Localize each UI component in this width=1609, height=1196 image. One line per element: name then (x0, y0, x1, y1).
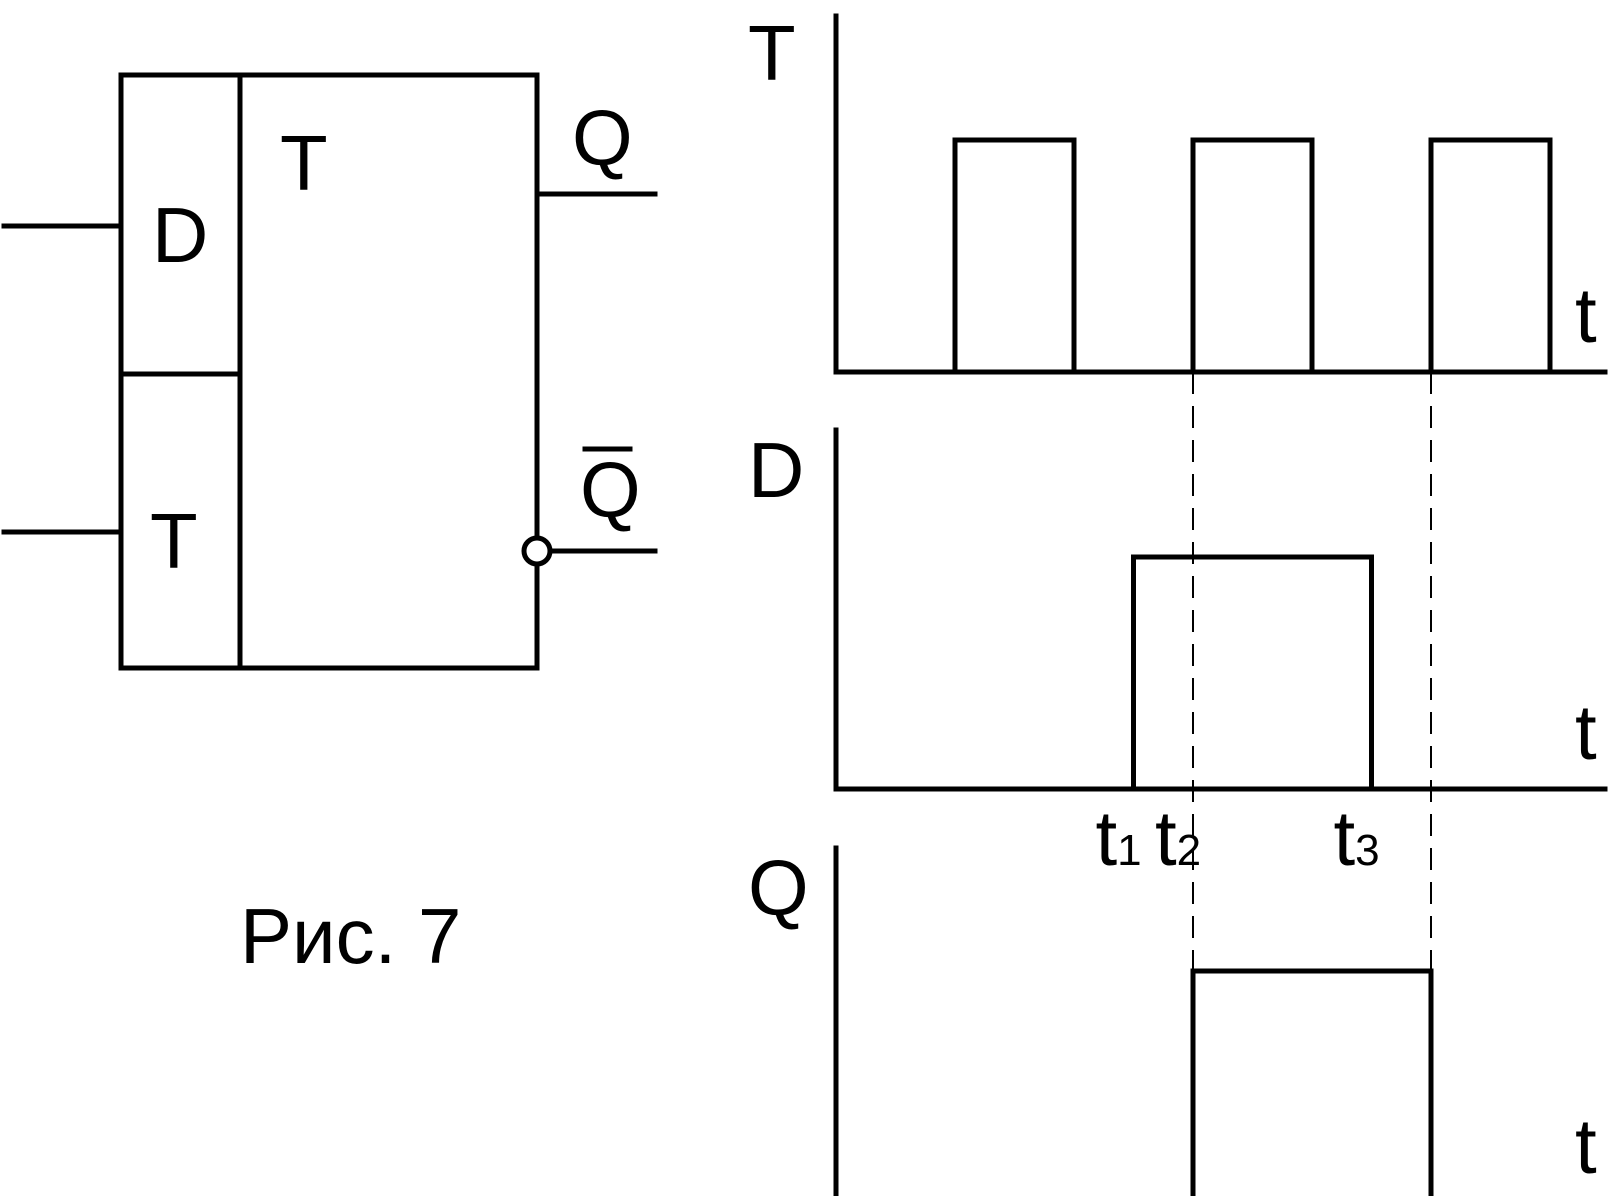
signal-q-label: Q (748, 844, 809, 932)
time-marker-1-subscript: 1 (1117, 826, 1141, 875)
signal-t-axis-label: t (1575, 271, 1597, 359)
flip-flop-block: D T T Q Q (1, 72, 658, 671)
signal-q-axis-label: t (1575, 1102, 1597, 1190)
input-d-label: D (152, 191, 208, 279)
signal-d-pulse-1 (1131, 554, 1374, 792)
signal-t-pulse-1 (952, 137, 1077, 375)
signal-t-pulse-3 (1428, 137, 1553, 375)
output-q-label: Q (572, 94, 633, 182)
time-marker-2-subscript: 2 (1177, 826, 1201, 875)
figure-caption: Рис. 7 (240, 892, 461, 980)
time-marker-1: t1 (1096, 794, 1142, 882)
inversion-circle (521, 535, 553, 567)
signal-d-axis-label: t (1575, 688, 1597, 776)
time-marker-3-subscript: 3 (1355, 826, 1379, 875)
signal-t-label: T (748, 9, 796, 97)
type-label: T (280, 119, 328, 207)
input-t-label: T (150, 497, 198, 585)
signal-t-pulse-2 (1190, 137, 1315, 375)
time-marker-3: t3 (1334, 794, 1380, 882)
output-nq-label: Q (580, 446, 641, 534)
signal-d-label: D (748, 426, 804, 514)
time-marker-2: t2 (1155, 794, 1201, 882)
signal-q-pulse-1 (1190, 968, 1434, 1196)
